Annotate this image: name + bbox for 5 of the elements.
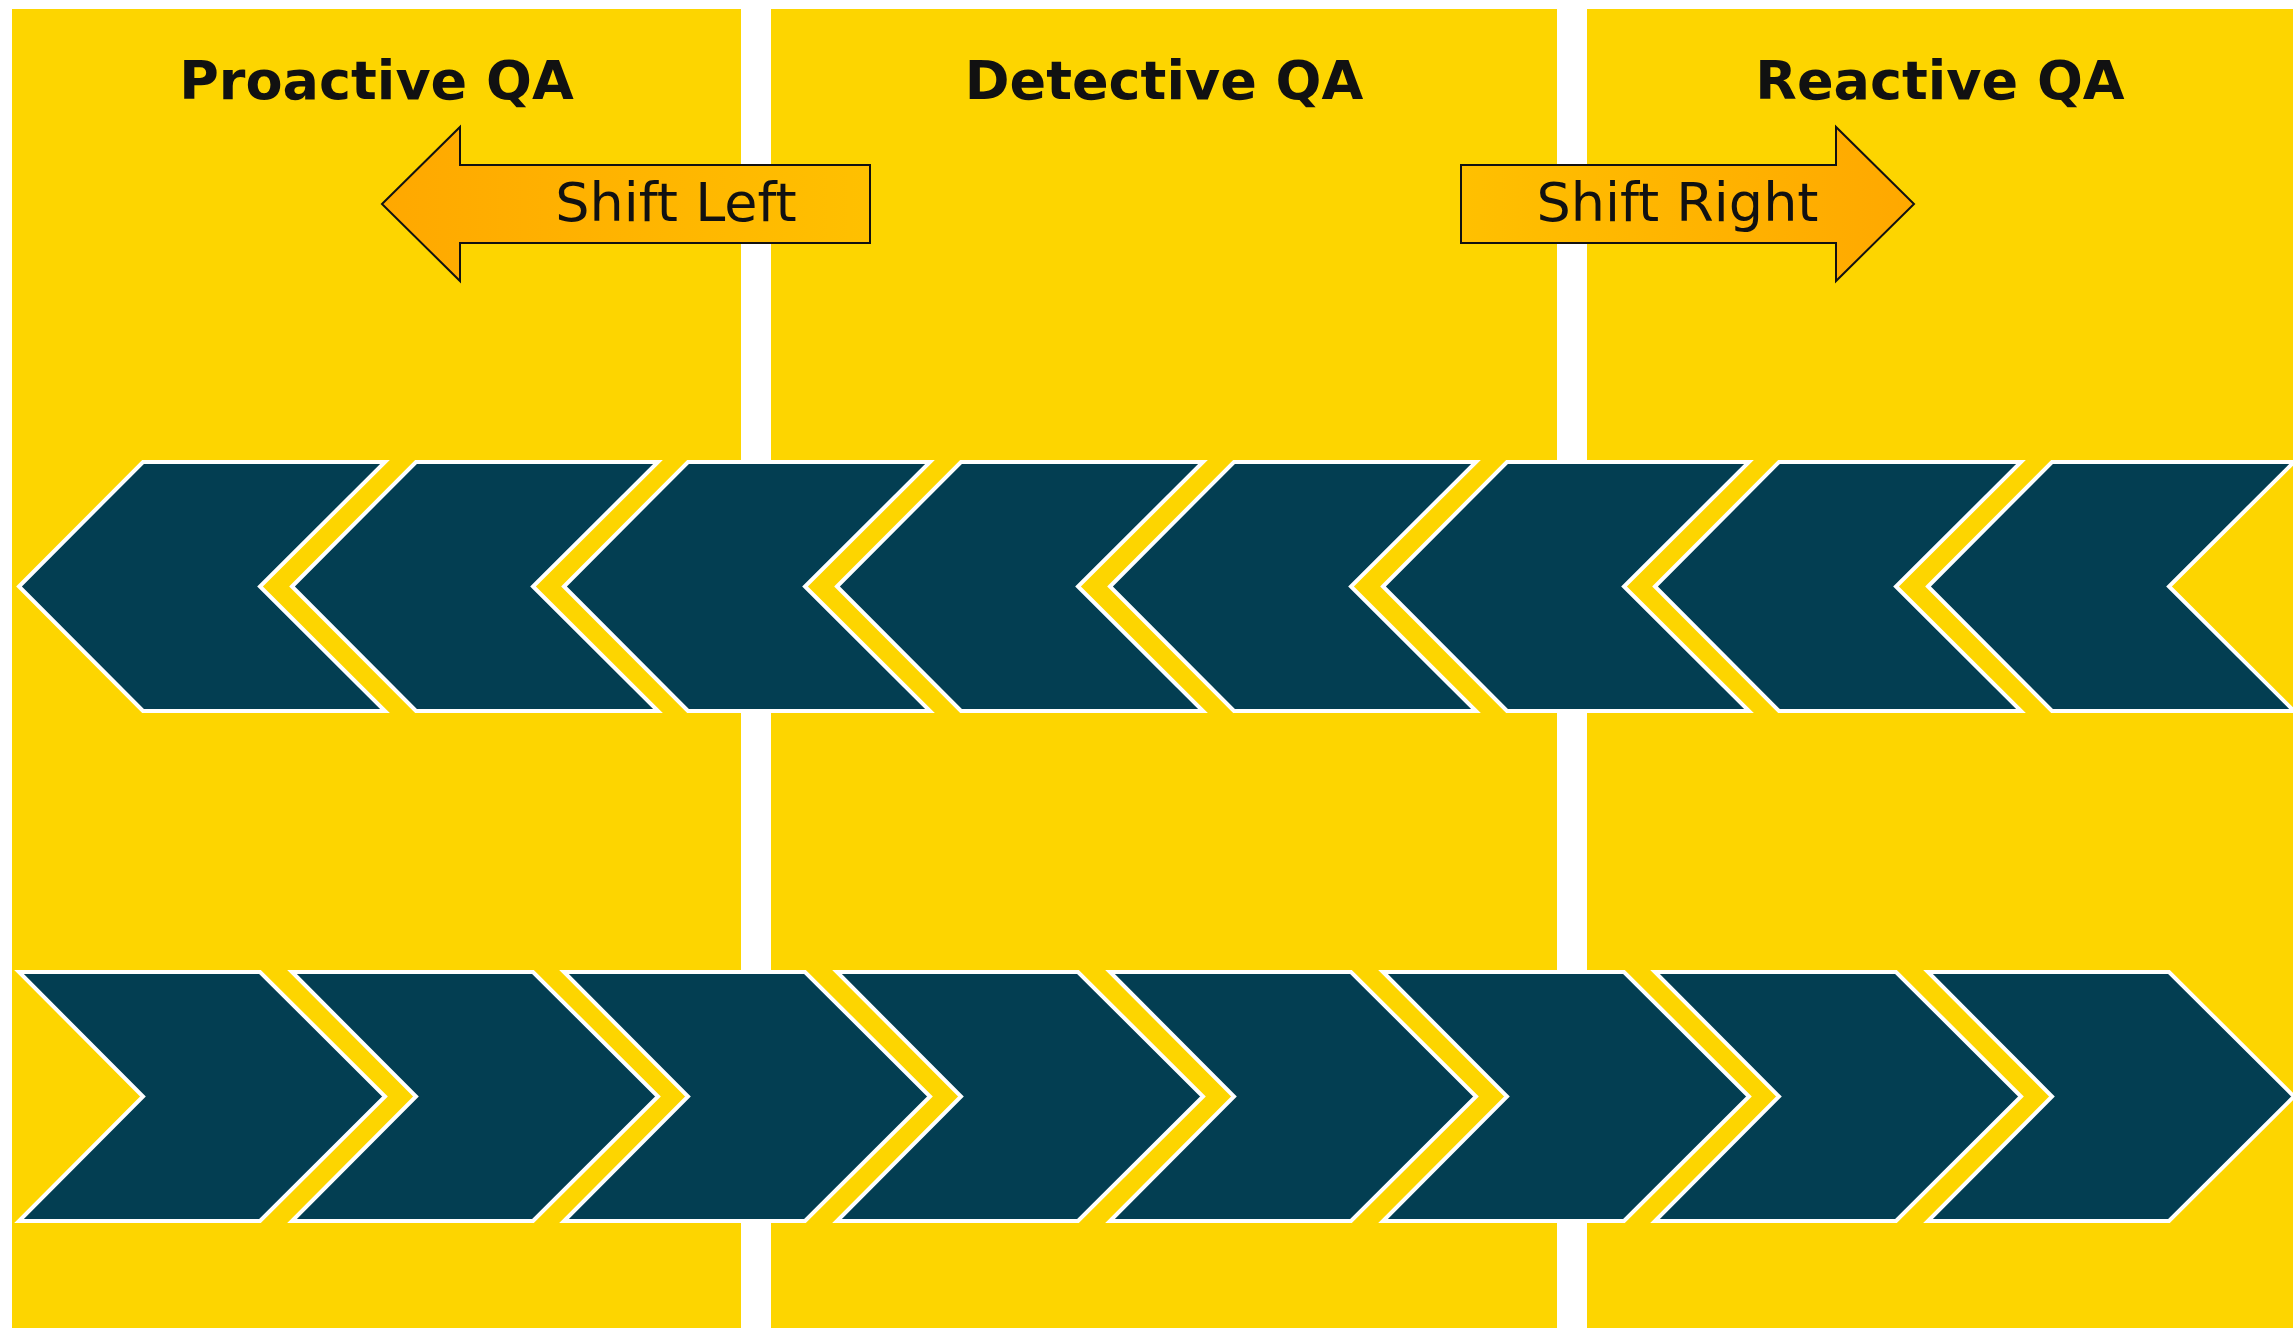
arrow-label: Shift Left: [554, 171, 798, 234]
arrow-label: Shift Right: [1535, 171, 1820, 234]
panel-heading: Detective QA: [963, 49, 1365, 112]
panel-heading: Proactive QA: [178, 49, 575, 112]
panel-heading: Reactive QA: [1754, 49, 2126, 112]
